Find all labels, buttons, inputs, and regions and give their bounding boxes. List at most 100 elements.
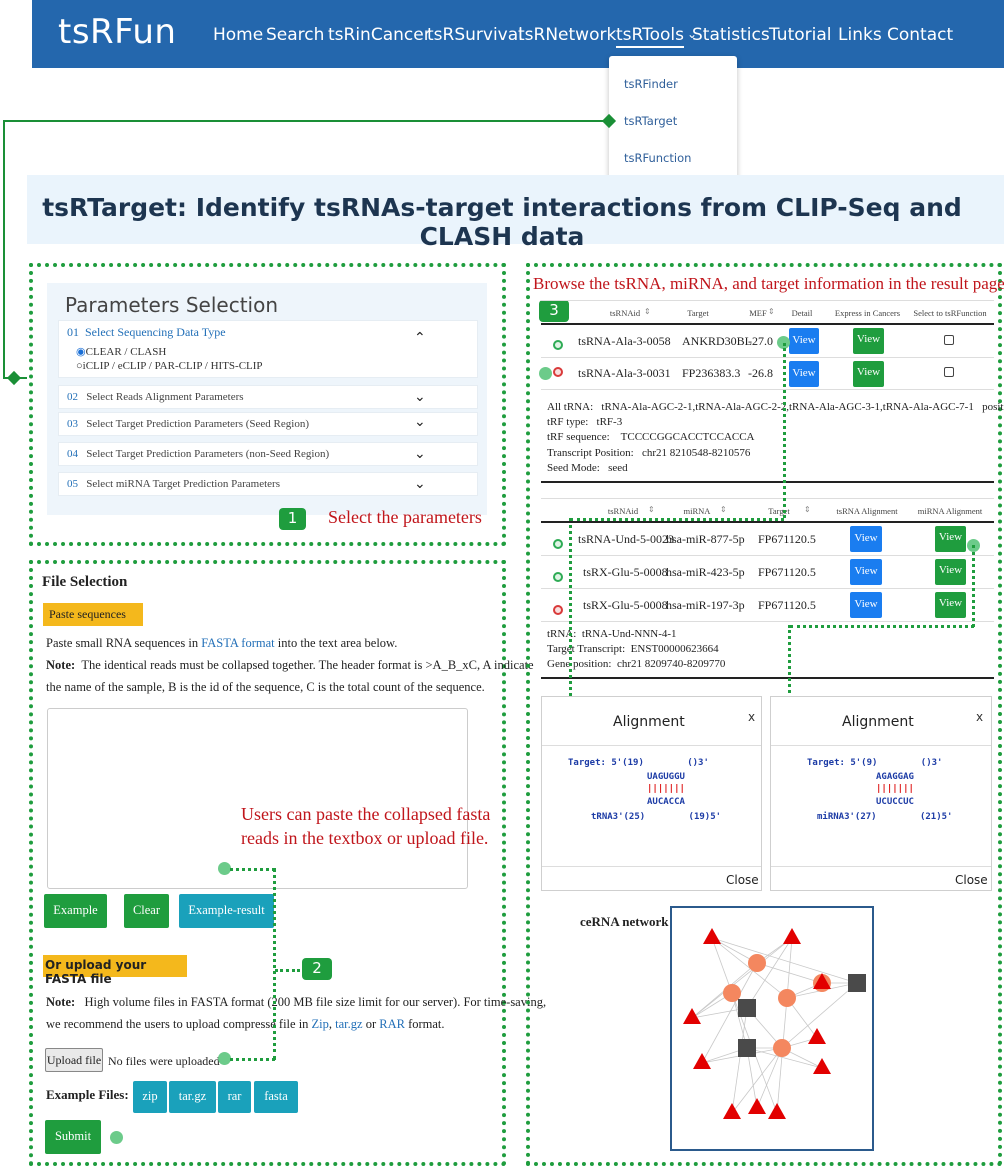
- example-result-button[interactable]: Example-result: [179, 894, 274, 928]
- table1-row2-detail-view[interactable]: View: [789, 361, 819, 387]
- table1-row1-detail-view[interactable]: View: [789, 328, 819, 354]
- params-frame: [29, 263, 506, 546]
- accordion-label-4: 04 Select Target Prediction Parameters (…: [67, 448, 330, 460]
- alignment-2-target-seq: AGAGGAG: [876, 772, 914, 782]
- chevron-down-icon[interactable]: ⌄: [414, 476, 426, 492]
- table2-row1-mirna-view[interactable]: View: [935, 526, 966, 552]
- nav-tsrnetwork[interactable]: tsRNetwork: [518, 25, 617, 45]
- fasta-format-link[interactable]: FASTA format: [201, 636, 275, 650]
- note-line-2: the name of the sample, B is the id of t…: [46, 680, 485, 694]
- result-frame: [526, 263, 1002, 1166]
- dotted-connector: [783, 343, 786, 518]
- zip-link[interactable]: Zip: [311, 1017, 329, 1031]
- table2-row2-tsrna-view[interactable]: View: [850, 559, 882, 585]
- chevron-down-icon[interactable]: ⌄: [414, 389, 426, 405]
- nav-links[interactable]: Links: [838, 25, 882, 45]
- nav-home[interactable]: Home: [213, 25, 264, 45]
- example-button[interactable]: Example: [44, 894, 107, 928]
- example-file-rar[interactable]: rar: [218, 1081, 251, 1113]
- network-svg: [683, 928, 866, 1119]
- radio-clip[interactable]: ○iCLIP / eCLIP / PAR-CLIP / HITS-CLIP: [76, 360, 263, 372]
- rar-link[interactable]: RAR: [379, 1017, 405, 1031]
- cerna-network-graph[interactable]: [670, 906, 874, 1151]
- table2-row3-mirna-view[interactable]: View: [935, 592, 966, 618]
- dotted-connector: [570, 518, 784, 521]
- accordion-section-4[interactable]: [58, 442, 478, 466]
- expand-row-icon[interactable]: [553, 572, 563, 582]
- nav-tsrsurvival[interactable]: tsRSurvival: [427, 25, 523, 45]
- accordion-label-5: 05 Select miRNA Target Prediction Parame…: [67, 478, 280, 490]
- accordion-section-2[interactable]: [58, 385, 478, 409]
- nav-statistics[interactable]: Statistics: [692, 25, 770, 45]
- expand-row-icon[interactable]: [553, 340, 563, 350]
- sort-icon[interactable]: ⇕: [804, 505, 811, 514]
- table2-row2-mirna-view[interactable]: View: [935, 559, 966, 585]
- close-icon[interactable]: x: [748, 710, 756, 724]
- upload-file-button[interactable]: Upload file: [45, 1048, 103, 1072]
- textarea-note-2: reads in the textbox or upload file.: [241, 828, 489, 848]
- table2-header-mirna[interactable]: miRNA: [683, 506, 711, 516]
- table1-header-select: Select to tsRFunction: [913, 308, 987, 318]
- table1-header-tsrnaid[interactable]: tsRNAid: [609, 308, 641, 318]
- step-badge-1: 1: [279, 508, 306, 530]
- nav-contact[interactable]: Contact: [887, 25, 954, 45]
- chevron-up-icon[interactable]: ⌃: [414, 330, 426, 346]
- info-target-transcript: Target Transcript: ENST00000623664: [547, 643, 719, 655]
- example-file-targz[interactable]: tar.gz: [169, 1081, 216, 1113]
- collapse-row-icon[interactable]: [553, 605, 563, 615]
- table2-top-border: [541, 498, 994, 499]
- accordion-section-3[interactable]: [58, 412, 478, 436]
- dropdown-item-tsrfunction[interactable]: tsRFunction: [624, 151, 692, 165]
- alignment-1-query-seq: AUCACCA: [647, 797, 685, 807]
- table2-header-tsrnaid[interactable]: tsRNAid: [607, 506, 639, 516]
- radio-empty-icon: ○: [76, 360, 83, 372]
- table2-row1-tsrna-view[interactable]: View: [850, 526, 882, 552]
- sequence-textarea[interactable]: [47, 708, 468, 889]
- dropdown-item-tsrfinder[interactable]: tsRFinder: [624, 77, 678, 91]
- accordion-section-1[interactable]: [58, 320, 478, 378]
- table2-row3-tsrna-view[interactable]: View: [850, 592, 882, 618]
- table1-header-rule: [541, 323, 994, 325]
- sort-icon[interactable]: ⇕: [648, 505, 655, 514]
- example-file-zip[interactable]: zip: [133, 1081, 167, 1113]
- targz-link[interactable]: tar.gz: [335, 1017, 363, 1031]
- chevron-down-icon[interactable]: ⌄: [414, 446, 426, 462]
- upload-note-line-2: we recommend the users to upload compres…: [46, 1017, 445, 1031]
- upload-fasta-tag: Or upload your FASTA file: [43, 955, 187, 986]
- table1-header-mef[interactable]: MEF: [749, 308, 767, 318]
- table1-row1-target: ANKRD30BL: [682, 334, 753, 348]
- table1-row1-express-view[interactable]: View: [853, 328, 884, 354]
- clear-button[interactable]: Clear: [124, 894, 169, 928]
- table1-header-target[interactable]: Target: [687, 308, 709, 318]
- alignment-dialog-1-close[interactable]: Close: [726, 873, 759, 887]
- table2-header-target[interactable]: Target: [768, 506, 790, 516]
- info-trf-type: tRF type: tRF-3: [547, 416, 623, 428]
- chevron-down-icon[interactable]: ⌄: [414, 414, 426, 430]
- brand-logo[interactable]: tsRFun: [58, 12, 177, 52]
- accordion-section-5[interactable]: [58, 472, 478, 496]
- radio-clear-clash[interactable]: ◉CLEAR / CLASH: [76, 346, 167, 358]
- submit-button[interactable]: Submit: [45, 1120, 101, 1154]
- collapse-row-icon[interactable]: [553, 367, 563, 377]
- table1-row2-checkbox[interactable]: [944, 367, 954, 377]
- dialog-divider: [542, 866, 761, 867]
- table1-row1-checkbox[interactable]: [944, 335, 954, 345]
- nav-search[interactable]: Search: [266, 25, 325, 45]
- nav-tsrincancer[interactable]: tsRinCancer: [328, 25, 431, 45]
- accordion-label-1: 01 Select Sequencing Data Type: [67, 325, 226, 339]
- close-icon[interactable]: x: [976, 710, 984, 724]
- dropdown-item-tsrtarget[interactable]: tsRTarget: [624, 114, 678, 128]
- table1-row2-mef: -26.8: [748, 366, 773, 380]
- expand-row-icon[interactable]: [553, 539, 563, 549]
- sort-icon[interactable]: ⇕: [768, 307, 775, 316]
- table2-row3-mirna: hsa-miR-197-3p: [666, 598, 745, 612]
- sort-icon[interactable]: ⇕: [644, 307, 651, 316]
- alignment-dialog-2-close[interactable]: Close: [955, 873, 988, 887]
- sort-icon[interactable]: ⇕: [720, 505, 727, 514]
- table1-top-border: [541, 300, 994, 301]
- nav-tsrtools[interactable]: tsRTools⌄: [616, 25, 697, 48]
- example-file-fasta[interactable]: fasta: [254, 1081, 298, 1113]
- table1-row2-express-view[interactable]: View: [853, 361, 884, 387]
- nav-tutorial[interactable]: Tutorial: [769, 25, 832, 45]
- marker-dot: [539, 367, 552, 380]
